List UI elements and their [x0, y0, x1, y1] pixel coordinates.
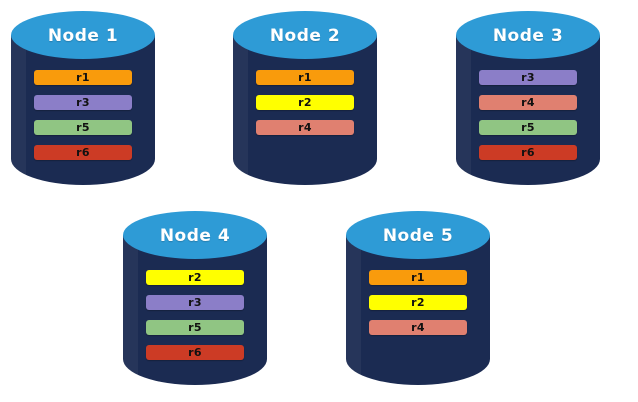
cylinder-top: [123, 211, 267, 259]
cylinder-shading: [455, 35, 471, 176]
replica-bar[interactable]: r3: [479, 70, 577, 85]
replica-label: r5: [76, 121, 90, 134]
replica-bar[interactable]: r4: [479, 95, 577, 110]
replica-label: r4: [411, 321, 425, 334]
replica-bar[interactable]: r6: [479, 145, 577, 160]
replica-bar[interactable]: r5: [479, 120, 577, 135]
replica-bar[interactable]: r2: [369, 295, 467, 310]
replica-label: r1: [298, 71, 312, 84]
cylinder-shading: [122, 235, 138, 376]
replica-bar[interactable]: r2: [256, 95, 354, 110]
replica-bar[interactable]: r3: [34, 95, 132, 110]
replica-label: r4: [298, 121, 312, 134]
cylinder-shading: [345, 235, 361, 376]
replica-list: r3 r4 r5 r6: [479, 70, 577, 160]
cylinder-shading: [10, 35, 26, 176]
replica-list: r1 r2 r4: [256, 70, 354, 135]
replica-bar[interactable]: r3: [146, 295, 244, 310]
replica-bar[interactable]: r1: [256, 70, 354, 85]
replica-bar[interactable]: r2: [146, 270, 244, 285]
replica-bar[interactable]: r5: [146, 320, 244, 335]
replica-label: r2: [188, 271, 202, 284]
replica-bar[interactable]: r1: [34, 70, 132, 85]
replica-label: r5: [521, 121, 535, 134]
replica-list: r2 r3 r5 r6: [146, 270, 244, 360]
replica-label: r1: [76, 71, 90, 84]
replica-label: r1: [411, 271, 425, 284]
replica-label: r2: [298, 96, 312, 109]
cylinder-top: [11, 11, 155, 59]
replica-label: r4: [521, 96, 535, 109]
replica-label: r3: [188, 296, 202, 309]
replica-label: r3: [76, 96, 90, 109]
replica-bar[interactable]: r6: [146, 345, 244, 360]
replica-bar[interactable]: r6: [34, 145, 132, 160]
cylinder-top: [456, 11, 600, 59]
cylinder-shading: [232, 35, 248, 176]
replica-list: r1 r3 r5 r6: [34, 70, 132, 160]
replica-label: r3: [521, 71, 535, 84]
replica-bar[interactable]: r1: [369, 270, 467, 285]
cylinder-top: [346, 211, 490, 259]
replica-list: r1 r2 r4: [369, 270, 467, 335]
replica-label: r5: [188, 321, 202, 334]
replica-label: r6: [76, 146, 90, 159]
replica-bar[interactable]: r5: [34, 120, 132, 135]
replica-bar[interactable]: r4: [369, 320, 467, 335]
replica-label: r6: [188, 346, 202, 359]
cylinder-top: [233, 11, 377, 59]
replica-label: r2: [411, 296, 425, 309]
replica-bar[interactable]: r4: [256, 120, 354, 135]
replica-label: r6: [521, 146, 535, 159]
